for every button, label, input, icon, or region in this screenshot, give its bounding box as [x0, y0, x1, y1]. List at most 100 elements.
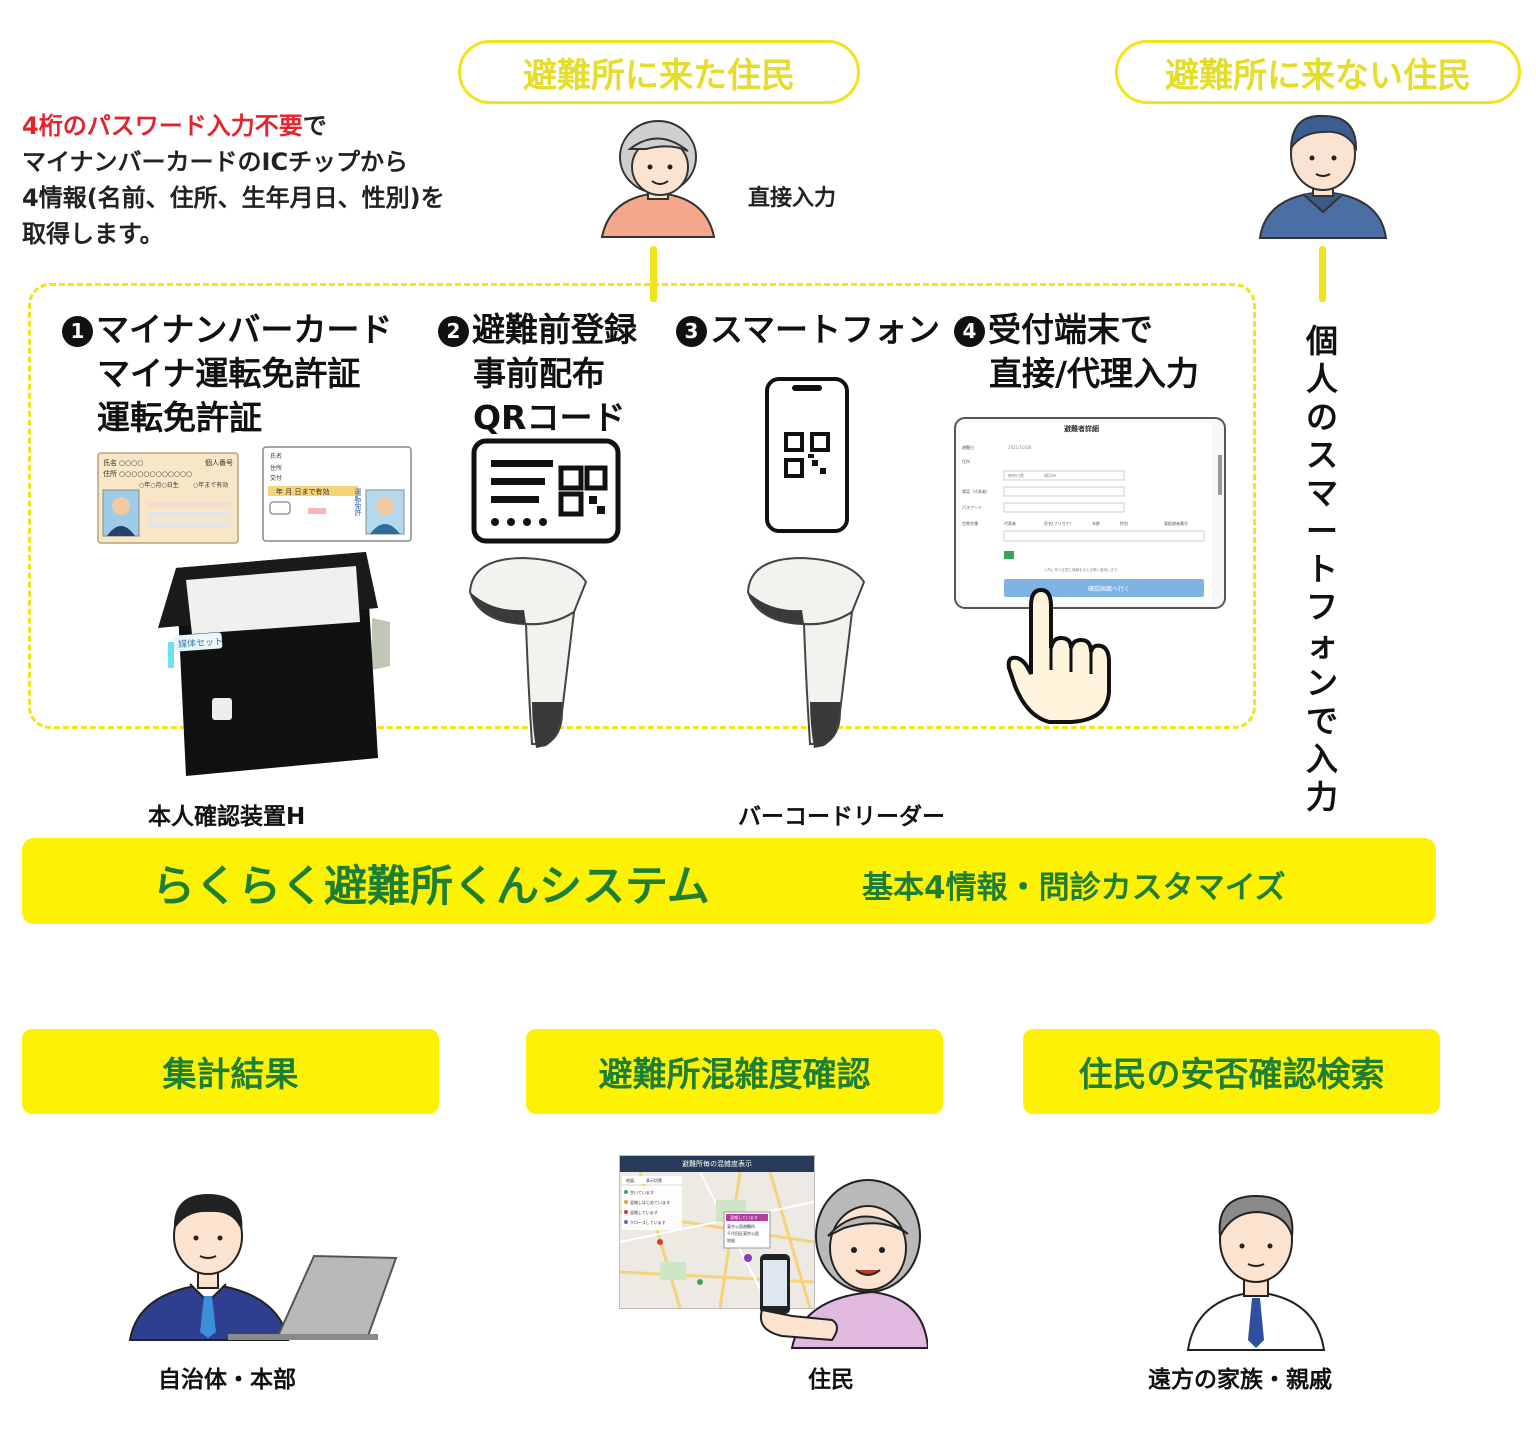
intro-highlight: 4桁のパスワード入力不要 — [22, 112, 303, 140]
form-row-phone: 電話（代表者） — [962, 488, 990, 494]
form-header-number: 要配慮者番号 — [1164, 520, 1188, 526]
method-3-number: 3 — [676, 316, 707, 347]
young-man-icon — [1258, 114, 1388, 239]
reader-caption: バーコードリーダー — [738, 804, 945, 830]
identity-device-image: 媒体セット — [158, 552, 390, 776]
map-legend-3: 混雑しています — [630, 1209, 658, 1215]
came-residents-label: 避難所に来た住民 — [523, 55, 795, 96]
card1-addr-value: ○○○○○○○○○○○○ — [119, 470, 192, 478]
form-note: 入所に伴う注意と情報を伝える際に使用します。 — [1044, 567, 1121, 572]
form-title: 避難者詳細 — [1063, 424, 1099, 433]
form-date-value: 2021/10/28 — [1008, 445, 1032, 450]
method-4-line1: 受付端末で — [988, 310, 1153, 349]
resident-woman-icon — [760, 1179, 928, 1349]
method-1-line3: 運転免許証 — [97, 398, 262, 437]
map-tab1[interactable]: 地図 — [626, 1177, 634, 1183]
intro-text: 4桁のパスワード入力不要で マイナンバーカードのICチップから 4情報(名前、住… — [22, 108, 445, 252]
device-sticker: 媒体セット — [178, 635, 224, 650]
device-caption: 本人確認装置H — [148, 804, 306, 830]
municipal-staff-icon — [128, 1194, 398, 1341]
form-confirm-button[interactable]: 確認画面へ行く — [1088, 585, 1130, 593]
card1-valid: ○年まで有効 — [193, 481, 228, 489]
mynumber-card-image: 氏名 ○○○○ 住所 ○○○○○○○○○○○○ 個人番号 ○年○月○日生 ○年ま… — [97, 452, 239, 544]
map-tab2[interactable]: 表示切替 — [646, 1177, 662, 1183]
system-title: らくらく避難所くんシステム — [152, 862, 710, 912]
method-1-number: 1 — [62, 316, 93, 347]
method-1-line1: マイナンバーカード — [96, 310, 393, 349]
card2-valid: 年 月 日まで有効 — [276, 487, 329, 496]
map-popup-title: 混雑しています — [730, 1214, 758, 1220]
driver-license-image: 氏名 住所 交付 年 月 日まで有効 運転免許 — [262, 446, 412, 542]
card1-name-value: ○○○○ — [119, 459, 143, 467]
map-popup-line3: 地図 — [727, 1237, 735, 1243]
label-municipality: 自治体・本部 — [158, 1367, 296, 1393]
method-4-number: 4 — [954, 316, 985, 347]
form-header-age: 年齢 — [1092, 520, 1100, 526]
method-4-line2: 直接/代理入力 — [989, 354, 1200, 393]
form-pref: 神奈川県 — [1008, 472, 1024, 478]
method-2-line3: QRコード — [473, 398, 626, 437]
reception-methods-area — [28, 283, 1256, 729]
system-bar — [22, 838, 1436, 924]
map-legend-2: 混雑しはじめています — [630, 1199, 670, 1205]
map-legend-4: クローズしています — [630, 1219, 666, 1225]
intro-line3: 4情報(名前、住所、生年月日、性別)を — [22, 184, 445, 212]
notcame-residents-label: 避難所に来ない住民 — [1165, 55, 1471, 96]
family-member-icon — [1186, 1194, 1326, 1351]
feature-safety-search: 住民の安否確認検索 — [1023, 1029, 1440, 1114]
map-legend-1: 空いています — [630, 1189, 654, 1195]
elderly-woman-icon — [600, 120, 716, 238]
card1-addr-label: 住所 — [103, 469, 117, 478]
came-residents-pill: 避難所に来た住民 — [458, 40, 860, 104]
feature-congestion: 避難所混雑度確認 — [526, 1029, 943, 1114]
form-row-household: 世帯名簿 — [962, 520, 978, 526]
intro-line1-rest: で — [302, 112, 327, 140]
method-3-line1: スマートフォン — [710, 310, 941, 349]
form-city: 横浜市 — [1044, 472, 1056, 478]
card1-name-label: 氏名 — [103, 458, 117, 467]
barcode-reader-2-icon — [746, 556, 866, 748]
came-connector — [650, 246, 657, 302]
pointing-hand-icon — [1006, 587, 1111, 724]
qr-card-icon — [471, 438, 621, 544]
reception-tablet: 避難者詳細 避難日 2021/10/28 住所 神奈川県 横浜市 電話（代表者）… — [954, 417, 1226, 609]
map-title: 避難所毎の混雑度表示 — [682, 1160, 752, 1168]
card2-issue-label: 交付 — [270, 474, 282, 482]
map-titlebar: 避難所毎の混雑度表示 — [620, 1156, 814, 1172]
feature-aggregate: 集計結果 — [22, 1029, 439, 1114]
smartphone-icon — [765, 377, 849, 533]
method-2-line1: 避難前登録 — [472, 310, 637, 349]
feature-safety-search-label: 住民の安否確認検索 — [1078, 1055, 1385, 1095]
intro-line2: マイナンバーカードのICチップから — [22, 148, 409, 176]
direct-input-label: 直接入力 — [748, 186, 837, 211]
card2-addr-label: 住所 — [270, 464, 282, 472]
label-family: 遠方の家族・親戚 — [1148, 1367, 1332, 1393]
form-header-representative: 代表者 — [1004, 520, 1016, 526]
method-2-number: 2 — [438, 316, 469, 347]
notcame-residents-pill: 避難所に来ない住民 — [1115, 40, 1521, 104]
map-popup-line1: 東京公園避難所 — [727, 1223, 755, 1229]
barcode-reader-1-icon — [468, 556, 588, 748]
card2-name-label: 氏名 — [270, 452, 282, 460]
map-popup-line2: 千代田区東京公園 — [727, 1230, 759, 1236]
feature-congestion-label: 避難所混雑度確認 — [598, 1055, 871, 1095]
card1-corner: 個人番号 — [205, 458, 233, 467]
form-row-date: 避難日 — [962, 444, 974, 450]
form-header-name: 氏名(フリガナ) — [1044, 520, 1072, 526]
feature-aggregate-label: 集計結果 — [162, 1055, 299, 1095]
notcame-connector — [1319, 246, 1326, 302]
form-header-gender: 性別 — [1120, 520, 1128, 526]
system-subtitle: 基本4情報・問診カスタマイズ — [862, 870, 1286, 906]
form-row-address: 住所 — [962, 458, 970, 464]
card1-date: ○年○月○日生 — [139, 481, 179, 489]
method-2-line2: 事前配布 — [473, 354, 605, 393]
form-row-password: パスワード — [962, 505, 982, 510]
method-1-line2: マイナ運転免許証 — [97, 354, 361, 393]
personal-smartphone-input: 個人のスマートフォンで入力 — [1305, 322, 1338, 816]
label-resident: 住民 — [808, 1367, 854, 1393]
card2-stamp: 運転免許 — [354, 487, 362, 517]
